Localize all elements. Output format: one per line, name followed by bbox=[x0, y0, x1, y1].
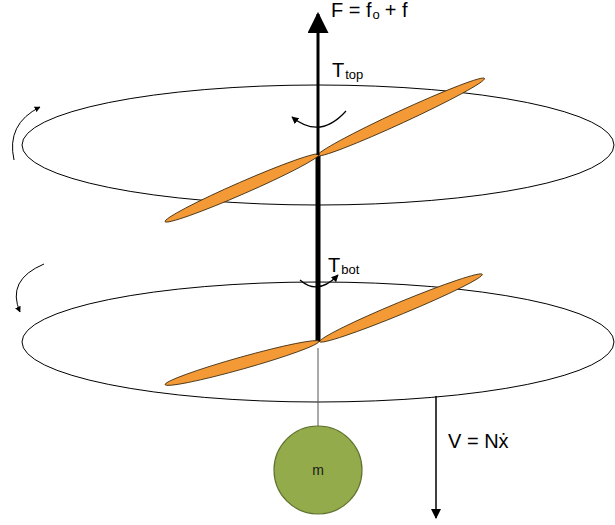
mass-shape bbox=[274, 426, 362, 514]
propeller bbox=[163, 269, 484, 391]
label-group: Tbot bbox=[328, 255, 359, 275]
symbol-label: F = f bbox=[331, 0, 372, 20]
force-arrow bbox=[317, 14, 320, 155]
tether bbox=[318, 348, 319, 426]
torque-arrow bbox=[300, 275, 338, 287]
shaft bbox=[316, 155, 321, 342]
subscript-label: o bbox=[373, 8, 380, 21]
rotation-arrow bbox=[16, 264, 44, 312]
subscript-label: top bbox=[345, 68, 363, 81]
symbol-label: V = Nẋ bbox=[448, 431, 509, 451]
symbol-label: T bbox=[328, 255, 340, 275]
mass-circle: m bbox=[273, 425, 363, 515]
propeller bbox=[163, 73, 487, 227]
mass-label: m bbox=[273, 425, 363, 515]
label-group: V = Nẋ bbox=[448, 431, 509, 451]
velocity-arrow bbox=[435, 396, 437, 518]
subscript-label: bot bbox=[341, 263, 359, 276]
label-group: Ttop bbox=[332, 60, 363, 80]
symbol-label: T bbox=[332, 60, 344, 80]
torque-arrow bbox=[292, 111, 346, 127]
rotation-arrow bbox=[12, 107, 40, 160]
label-group: F = fo + f bbox=[331, 0, 408, 20]
symbol-label: + f bbox=[385, 0, 408, 20]
